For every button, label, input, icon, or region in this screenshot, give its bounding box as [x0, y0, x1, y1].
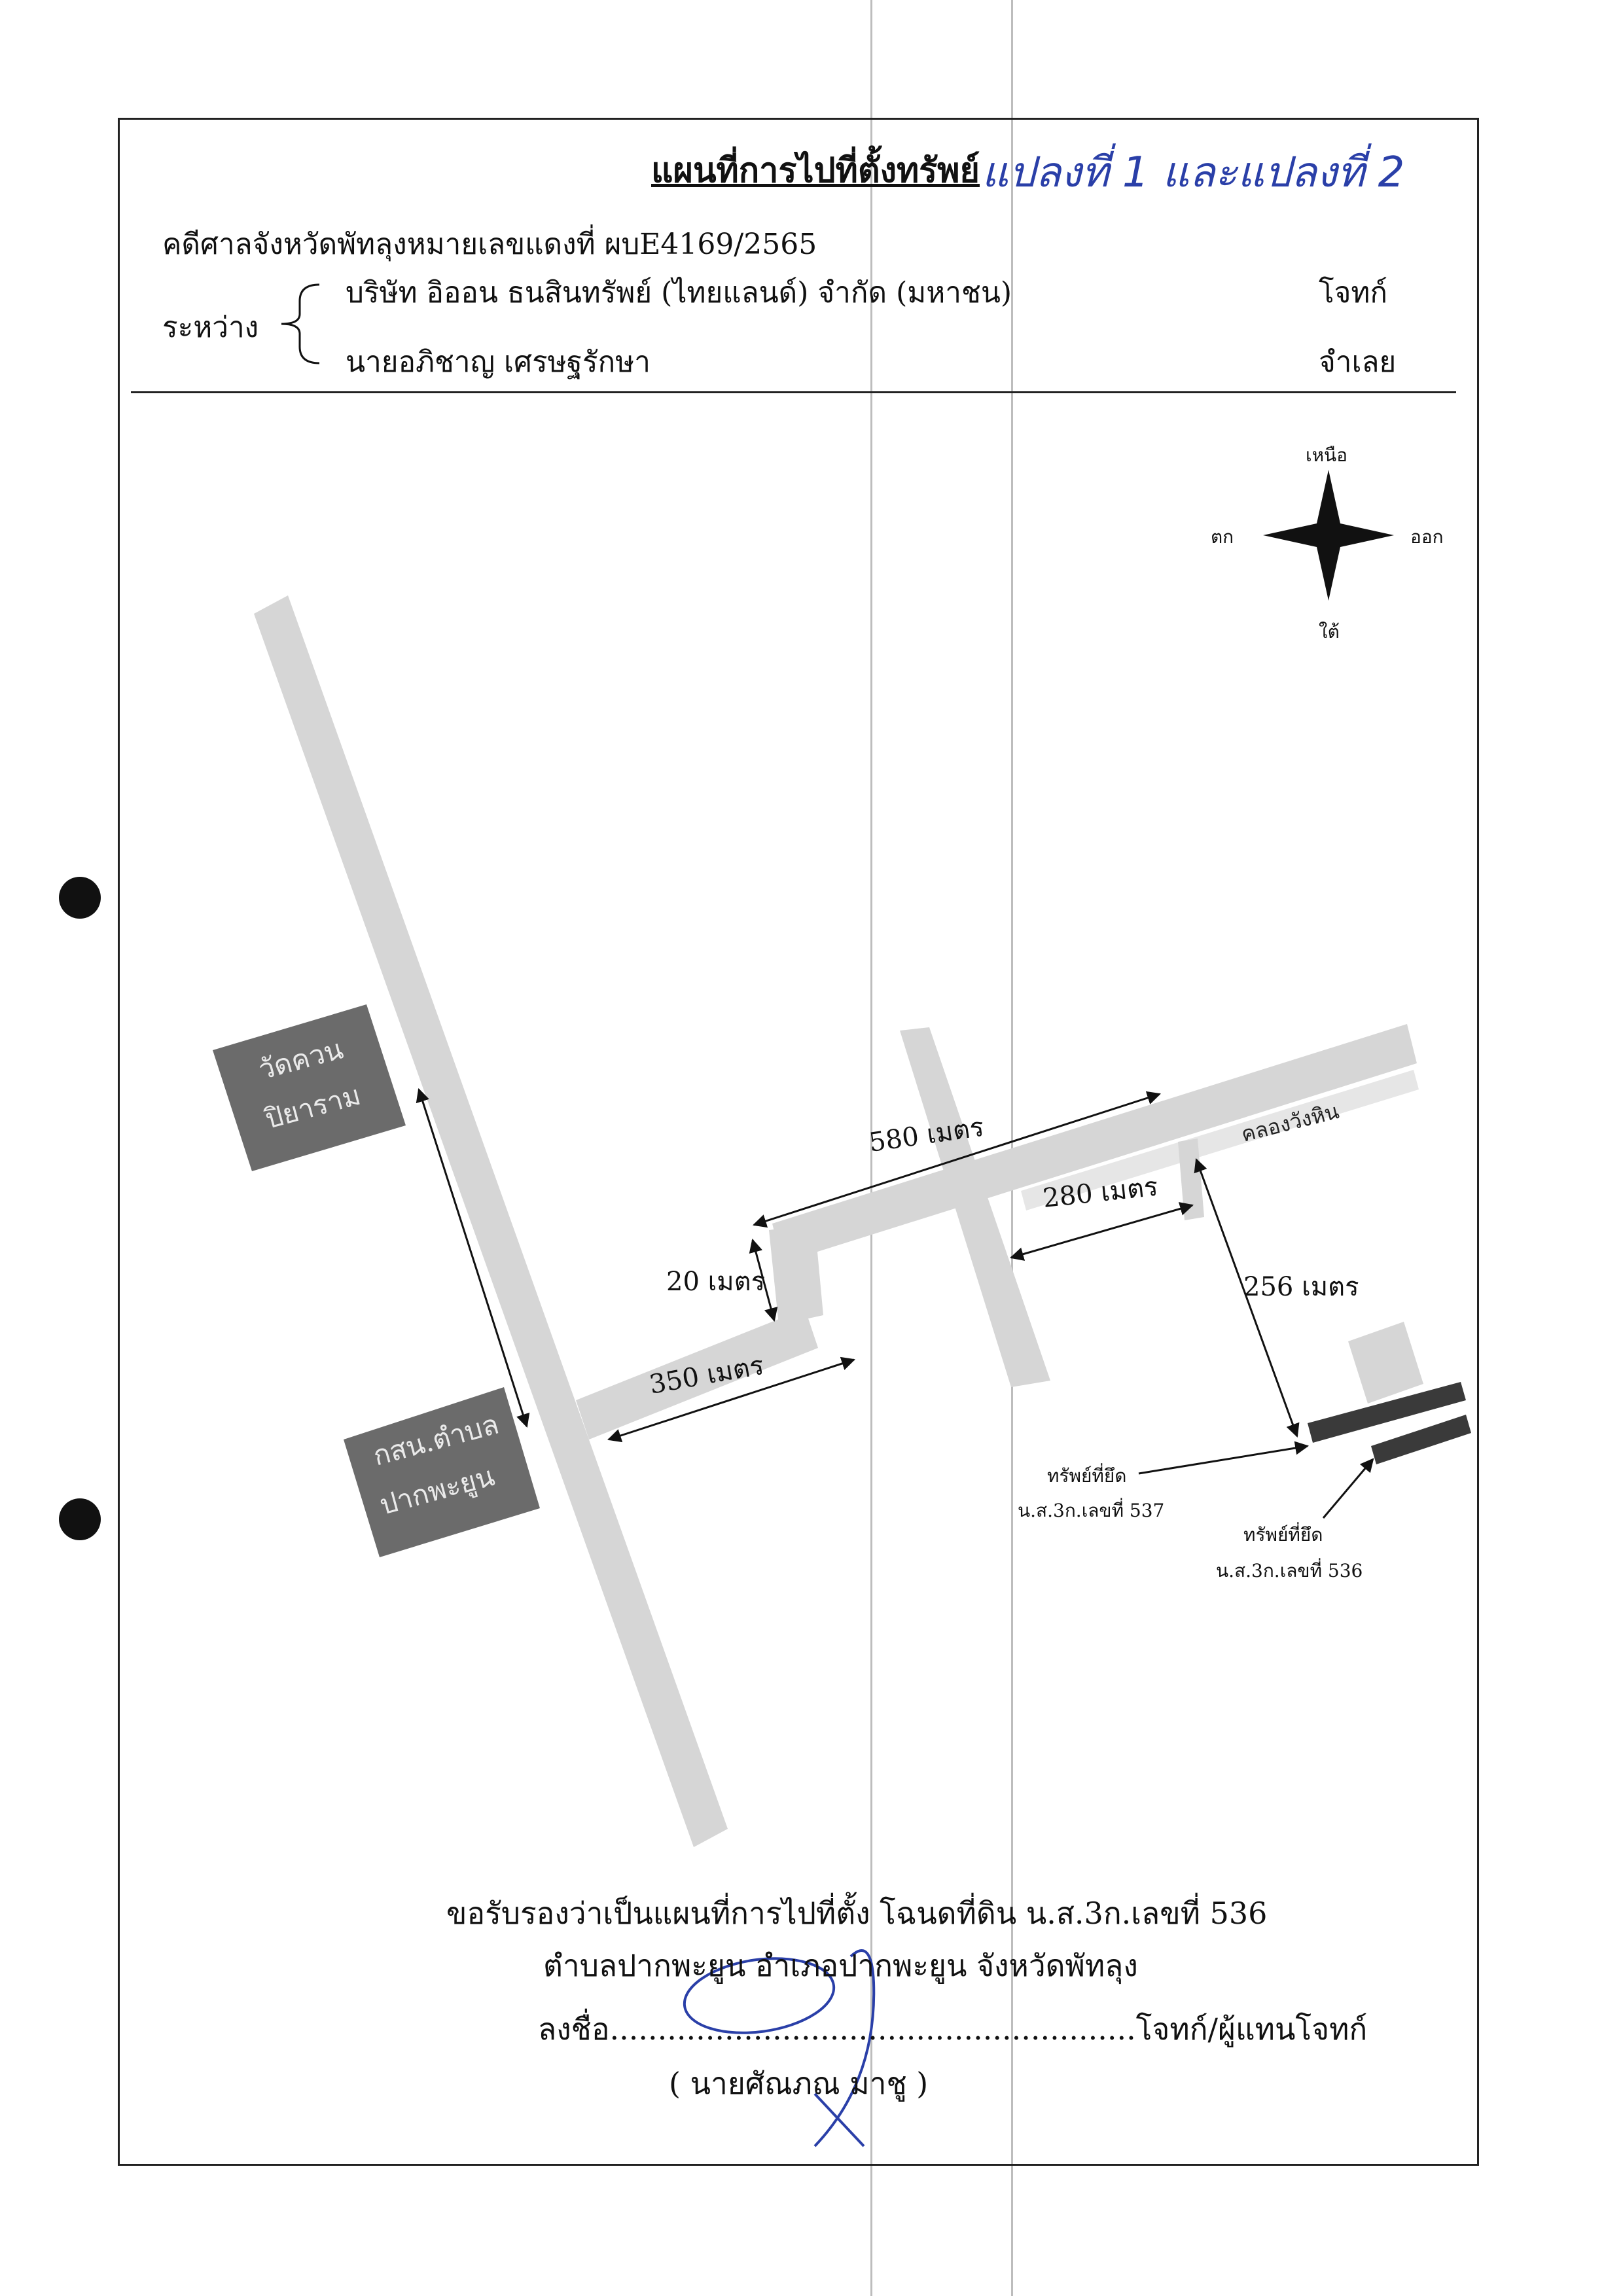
party-brace: [281, 283, 320, 364]
certification-line-2: ตำบลปากพะยูน อำเภอปากพะยูน จังหวัดพัทลุง: [543, 1948, 1138, 1983]
arrow-580: [753, 1091, 1161, 1228]
defendant-name: นายอภิชาญ เศรษฐรักษา: [346, 345, 651, 379]
header-rule: [131, 391, 1456, 393]
document-title: แผนที่การไปที่ตั้งทรัพย์: [651, 150, 980, 190]
punch-hole-bottom: [59, 1498, 101, 1540]
property-area-block: [1348, 1322, 1423, 1404]
between-label: ระหว่าง: [162, 311, 259, 344]
punch-hole-top: [59, 877, 101, 919]
compass-west: ตก: [1211, 526, 1234, 548]
case-number-line: คดีศาลจังหวัดพัทลุงหมายเลขแดงที่ ผบE4169…: [162, 228, 817, 261]
arrow-350: [607, 1356, 855, 1443]
signer-name: ( นายศัณภณ มาชู ): [669, 2066, 929, 2101]
property-536: [1371, 1415, 1471, 1464]
property-537: [1308, 1382, 1466, 1443]
distance-280-label: 280 เมตร: [1041, 1172, 1159, 1214]
arrow-280: [1009, 1202, 1194, 1261]
defendant-role: จำเลย: [1319, 345, 1397, 379]
pointer-537: [1138, 1441, 1310, 1475]
main-road: [254, 595, 728, 1847]
compass-south: ใต้: [1319, 621, 1340, 643]
distance-20-label: 20 เมตร: [666, 1267, 765, 1297]
plaintiff-name: บริษัท อิออน ธนสินทรัพย์ (ไทยแลนด์) จำกั…: [346, 276, 1012, 309]
arrow-20: [749, 1238, 778, 1322]
compass-east: ออก: [1410, 526, 1444, 548]
property-537-label: ทรัพย์ที่ยึด: [1047, 1463, 1126, 1487]
property-536-deed: น.ส.3ก.เลขที่ 536: [1216, 1558, 1363, 1581]
distance-256-label: 256 เมตร: [1243, 1272, 1359, 1302]
document-frame: [118, 118, 1479, 2166]
temple-box: วัดควน ปิยาราม: [213, 1004, 406, 1171]
signature-stroke: [813, 1949, 876, 2147]
property-536-label: ทรัพย์ที่ยึด: [1243, 1522, 1323, 1545]
property-537-deed: น.ส.3ก.เลขที่ 537: [1018, 1498, 1164, 1521]
signature-line: ลงชื่อ..................................…: [538, 2011, 1368, 2047]
arrow-256: [1194, 1158, 1300, 1438]
signature-tick: [813, 2093, 865, 2147]
arrow-main-road: [416, 1088, 530, 1428]
signature-loop: [683, 1957, 836, 2034]
plaintiff-role: โจทก์: [1319, 276, 1388, 309]
compass-star-icon: [1263, 470, 1394, 601]
handwritten-note: แปลงที่ 1 และแปลงที่ 2: [982, 149, 1405, 197]
pointer-536: [1322, 1458, 1374, 1519]
health-center-box: กสน.ตำบล ปากพะยูน: [344, 1387, 540, 1557]
certification-line-1: ขอรับรองว่าเป็นแผนที่การไปที่ตั้ง โฉนดที…: [446, 1896, 1268, 1931]
compass-north: เหนือ: [1306, 444, 1347, 466]
compass-rose: เหนือ ใต้ ออก ตก: [1211, 444, 1444, 643]
